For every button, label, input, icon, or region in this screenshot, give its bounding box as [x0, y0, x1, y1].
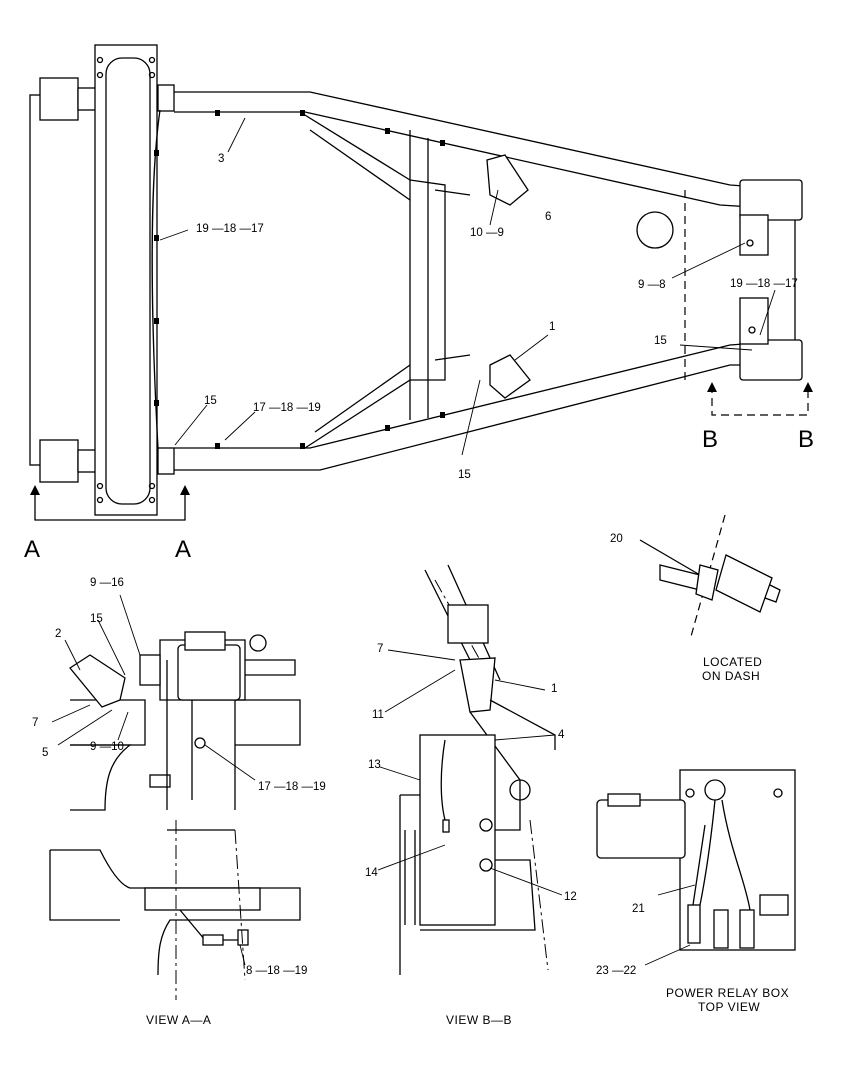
callout-15-right: 15 — [654, 335, 667, 347]
dash-switch-detail — [639, 514, 781, 641]
callout-1-top: 1 — [549, 321, 555, 333]
right-upper-lamp — [739, 179, 803, 221]
callout-15-left: 15 — [204, 395, 217, 407]
top-lamp-mount — [157, 84, 175, 112]
callout-7-aa: 7 — [32, 717, 38, 729]
callout-9-8: 9 —8 — [638, 279, 666, 291]
section-marker-a-right: A — [175, 536, 191, 563]
callout-7-bb: 7 — [377, 643, 383, 655]
callout-1-bb: 1 — [551, 683, 557, 695]
right-lower-lamp — [739, 339, 803, 381]
section-marker-b-right: B — [798, 426, 814, 453]
callout-19-18-17-right: 19 —18 —17 — [730, 278, 798, 290]
callout-11: 11 — [372, 709, 384, 721]
bottom-left-cap — [39, 439, 79, 483]
bottom-lamp-mount — [157, 447, 175, 475]
callout-21: 21 — [632, 903, 645, 915]
switch-6 — [486, 154, 529, 206]
top-left-cap — [39, 77, 79, 121]
bumper-bar — [105, 57, 151, 505]
callout-15-aa: 15 — [90, 613, 103, 625]
access-hole — [636, 211, 674, 249]
callout-9-10: 9 —10 — [90, 741, 124, 753]
callout-12: 12 — [564, 891, 577, 903]
callout-20: 20 — [610, 533, 623, 545]
callout-5: 5 — [42, 747, 48, 759]
right-upper-switch — [739, 214, 769, 256]
callout-19-18-17-left: 19 —18 —17 — [196, 223, 264, 235]
bumper-plate — [94, 44, 158, 516]
switch-1 — [489, 354, 531, 399]
callout-4: 4 — [558, 729, 565, 741]
section-marker-a-left: A — [24, 536, 40, 563]
callout-10-9: 10 —9 — [470, 227, 504, 239]
callout-23-22: 23 —22 — [596, 965, 636, 977]
callout-2: 2 — [55, 628, 61, 640]
note-power-relay-line1: POWER RELAY BOX — [666, 986, 789, 1000]
upper-rail-outer — [174, 91, 801, 191]
callout-3: 3 — [218, 153, 224, 165]
callout-9-16: 9 —16 — [90, 577, 124, 589]
view-aa-title: VIEW A—A — [146, 1013, 211, 1027]
note-power-relay-line2: TOP VIEW — [698, 1000, 760, 1014]
left-end-outline — [29, 94, 101, 466]
frame-plan-view — [29, 44, 813, 521]
note-located-line1: LOCATED — [703, 655, 762, 669]
power-relay-box-detail — [596, 769, 796, 966]
note-located-line2: ON DASH — [702, 669, 760, 683]
callout-8-18-19: 8 —18 —19 — [246, 965, 307, 977]
section-marker-b-left: B — [702, 426, 718, 453]
view-bb-title: VIEW B—B — [446, 1013, 512, 1027]
wire-harness-left — [151, 109, 161, 449]
view-aa-detail — [49, 594, 301, 1000]
view-bb-detail — [377, 564, 563, 975]
callout-17-18-19-aa: 17 —18 —19 — [258, 781, 326, 793]
callout-15-mid: 15 — [458, 469, 471, 481]
callout-17-18-19-top: 17 —18 —19 — [253, 402, 321, 414]
callout-13: 13 — [368, 759, 381, 771]
callout-6: 6 — [545, 211, 551, 223]
callout-14: 14 — [365, 867, 378, 879]
right-lower-switch — [739, 297, 769, 345]
